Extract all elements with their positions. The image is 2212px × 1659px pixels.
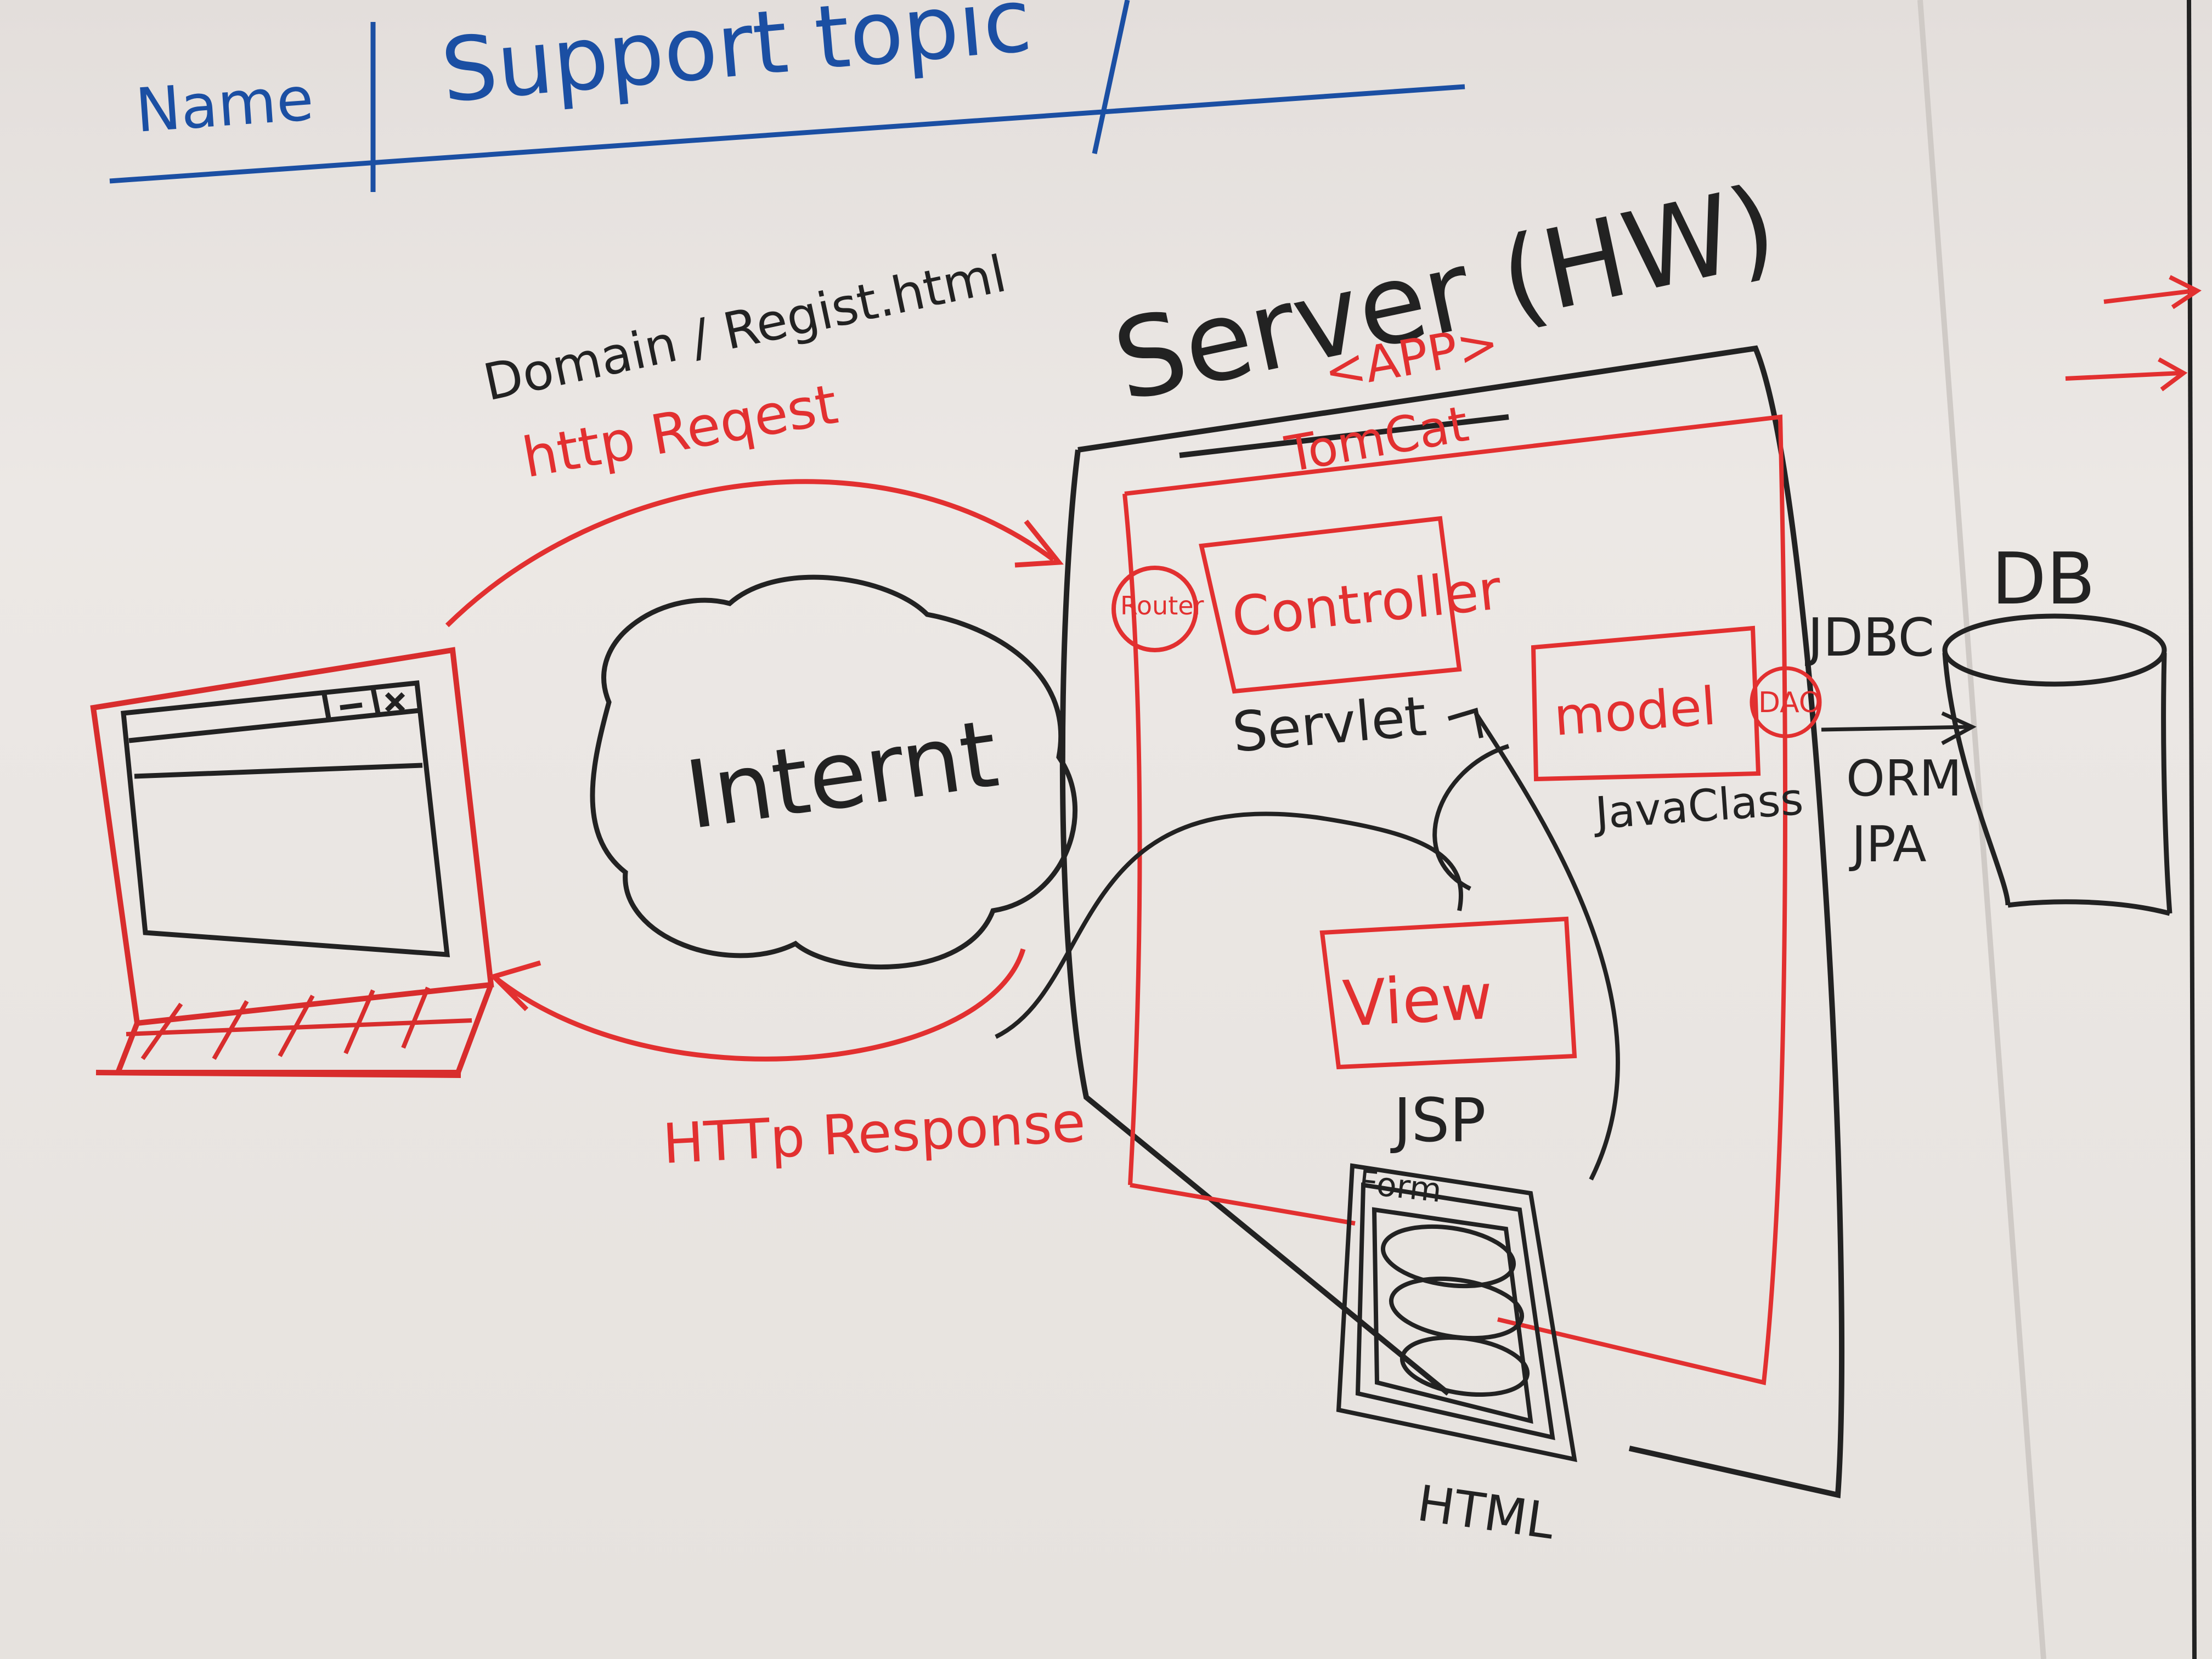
router-node: Router (1111, 566, 1204, 652)
form-label: Form (1357, 1163, 1443, 1210)
orm-label: ORM (1846, 750, 1962, 808)
dao-label: DAO (1758, 686, 1821, 719)
jdbc-label: JDBC (1805, 608, 1934, 668)
tomcat-container (1122, 414, 1787, 1385)
form-document (1336, 1163, 1577, 1463)
http-request-arrow (445, 479, 1064, 628)
model-label: model (1552, 676, 1718, 748)
laptop-screen (121, 680, 450, 957)
board-seam (1917, 0, 2046, 1659)
internet-cloud (590, 574, 1078, 969)
flow-curves (995, 707, 1620, 1181)
jpa-label: JPA (1849, 816, 1927, 873)
db-cylinder (1942, 613, 2172, 916)
http-response-arrow (489, 948, 1026, 1062)
router-label: Router (1120, 591, 1204, 620)
jsp-label: JSP (1390, 1085, 1486, 1155)
db-title: DB (1991, 537, 2095, 620)
header-name-label: Name (133, 64, 316, 146)
board-edge (2187, 0, 2197, 1659)
model-box: model (1531, 625, 1761, 782)
view-box: View (1319, 916, 1577, 1070)
client-laptop (90, 647, 494, 1078)
view-label: View (1341, 960, 1494, 1041)
dao-node: DAO (1750, 666, 1822, 738)
offscreen-red-arrows (2065, 275, 2202, 392)
